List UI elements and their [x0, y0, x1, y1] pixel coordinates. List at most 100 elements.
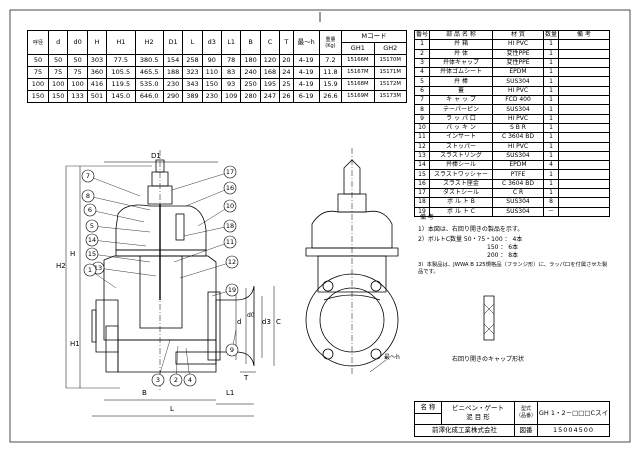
table-cell: 7 [414, 95, 430, 106]
bolt-hole [370, 348, 382, 360]
side-disc-arc [323, 294, 381, 301]
balloon-leader [91, 239, 147, 247]
balloon-circle [223, 199, 237, 213]
table-cell: 12 [414, 141, 430, 152]
left-flange [95, 299, 119, 353]
table-cell: 24 [279, 66, 294, 79]
table-cell: 100 [67, 78, 88, 91]
balloon-number: 19 [228, 286, 236, 294]
label-h2: H2 [56, 262, 66, 270]
table-cell: 10 [414, 122, 430, 134]
col-header: D1 [162, 30, 184, 55]
balloon-circle [81, 169, 95, 183]
table-cell: 90 [201, 54, 223, 67]
balloon-number: 4 [188, 376, 192, 384]
balloon-number: 9 [230, 346, 234, 354]
balloon-leader [175, 345, 179, 381]
table-cell: 15173M [373, 90, 408, 103]
table-cell: 150 [47, 90, 69, 103]
table-cell: 247 [259, 90, 281, 103]
table-cell: 6-19 [292, 90, 320, 103]
name-value: ビニペン・ゲート 泥 目 形 [441, 401, 515, 425]
table-cell: 75 [67, 66, 88, 79]
table-cell: 5 [414, 76, 430, 87]
table-cell [558, 48, 610, 59]
bonnet [115, 204, 207, 251]
table-cell [558, 178, 610, 190]
table-cell [558, 141, 610, 152]
model-label: 型式 （品番） [514, 401, 538, 425]
side-cap [343, 159, 361, 195]
table-cell: 4-19 [292, 78, 320, 91]
table-cell: 弁体キャップ [429, 57, 493, 69]
balloon-leader [171, 171, 231, 191]
balloon-leader [97, 267, 157, 277]
table-cell: 323 [182, 66, 203, 79]
table-cell [558, 169, 610, 180]
notes-title: 備 考 [420, 214, 434, 221]
balloon-number: 1 [88, 266, 92, 274]
note-line: 200 ： 8本 [487, 252, 519, 259]
bolt-hole [322, 280, 334, 292]
table-cell: 501 [86, 90, 108, 103]
table-cell: 8 [414, 104, 430, 115]
table-cell: 120 [259, 54, 281, 67]
table-cell: 15167M [341, 66, 375, 79]
col-header: T [279, 30, 294, 55]
balloon-circle [85, 219, 99, 233]
table-cell [558, 95, 610, 106]
balloon-leader [87, 175, 141, 197]
balloon-circle [81, 189, 95, 203]
balloon-circle [223, 219, 237, 233]
balloon-number: 8 [86, 192, 90, 200]
side-cap-base [337, 193, 367, 213]
table-cell: 20 [279, 54, 294, 67]
table-cell: 1 [543, 104, 559, 115]
balloon-circle [85, 233, 99, 247]
table-cell: 119.5 [106, 78, 136, 91]
weight-header: 重量 (Kg) [318, 30, 343, 55]
balloon-leader [185, 347, 191, 381]
table-cell: 26 [279, 90, 294, 103]
balloon-circle [183, 373, 197, 387]
table-cell: 110 [201, 66, 223, 79]
table-cell: C 3604 BD [492, 132, 544, 143]
drawing-number-label: 図番 [514, 424, 538, 437]
note-line: 1）本図は、右回り開きの製品を示す。 [418, 226, 524, 233]
table-cell: ボ ル ト C [429, 206, 493, 217]
col-header: 備 考 [558, 29, 610, 41]
table-cell: 変性PPE [492, 57, 544, 69]
bolt-hole [370, 280, 382, 292]
packing [207, 291, 221, 361]
table-cell: 1 [543, 39, 559, 50]
table-cell: スラストリング [429, 150, 493, 162]
balloon-number: 17 [226, 168, 234, 176]
table-cell: 16 [414, 178, 430, 190]
table-cell: 1 [543, 169, 559, 180]
model-value: GH 1・2－□□□Cスイ [537, 401, 610, 425]
balloon-circle [225, 343, 239, 357]
table-cell [558, 197, 610, 208]
dimension-table: 呼径 d d0 H H1 H2 D1 L d3 L1 B C T 最～h 重量 … [27, 30, 408, 103]
col-header: d [47, 30, 69, 55]
balloon-number: 14 [88, 236, 96, 244]
table-cell [558, 150, 610, 162]
balloon-circle [83, 263, 97, 277]
corner-cell: 呼径 [27, 30, 49, 55]
left-flange-face [91, 309, 97, 343]
table-cell: 1 [414, 39, 430, 50]
table-cell: 弁 棒 [429, 76, 493, 87]
label-d3: d3 [262, 318, 271, 326]
label-h-size: 最～h [384, 354, 400, 361]
balloon-leader [211, 289, 233, 297]
balloon-leader [87, 195, 151, 211]
table-cell: HI PVC [492, 39, 544, 50]
